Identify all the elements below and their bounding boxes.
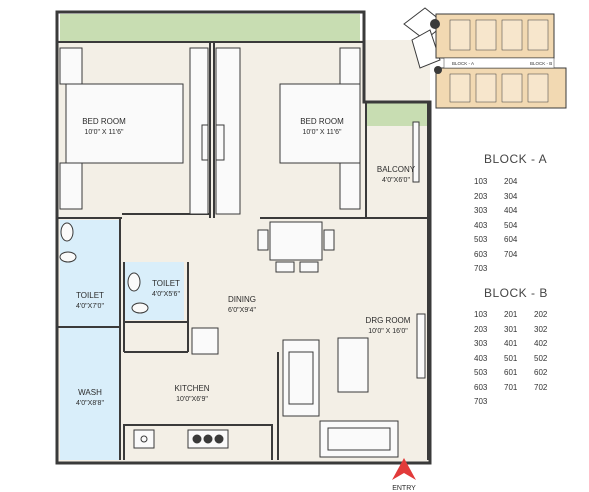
- inner-walls: [57, 41, 430, 460]
- unit-number: 203: [474, 324, 488, 334]
- kitchen-sink: [133, 429, 155, 449]
- unit-number: 103: [474, 310, 488, 319]
- drg-room-label: DRG ROOM: [366, 316, 411, 325]
- unit-number: 404: [504, 206, 518, 215]
- unit-number: 403: [474, 220, 488, 230]
- bedroom-1-dimension: 10'0" X 11'6": [84, 129, 124, 136]
- outer-walls: [55, 10, 432, 465]
- unit-number: 603: [474, 382, 488, 392]
- unit-number: 203: [474, 191, 488, 201]
- unit-number: 502: [534, 353, 548, 363]
- unit-number: 401: [504, 339, 518, 348]
- dining-table: [257, 221, 335, 273]
- unit-number: 504: [504, 220, 518, 230]
- toilet-2-dimension: 4'0"X5'6": [152, 291, 180, 298]
- unit-number: 501: [504, 353, 518, 363]
- unit-number: 303: [474, 339, 488, 348]
- drg-window: [416, 313, 426, 379]
- drg-room-dimension: 10'0" X 16'0": [368, 328, 408, 335]
- balcony-label: BALCONY: [377, 165, 416, 174]
- wash-floor: [60, 327, 120, 460]
- top-garden-strip: [60, 14, 360, 42]
- unit-number: 201: [504, 310, 518, 319]
- bed-2: [215, 47, 361, 215]
- unit-number: 603: [474, 249, 488, 259]
- unit-number: 304: [504, 191, 518, 201]
- key-plan-block-b-label: BLOCK - B: [530, 61, 552, 66]
- wash-dimension: 4'0"X8'8": [76, 400, 104, 407]
- kitchen-dimension: 10'0"X6'9": [176, 396, 208, 403]
- toilet-1-label: TOILET: [76, 291, 104, 300]
- toilet-1-dimension: 4'0"X7'0": [76, 303, 104, 310]
- key-plan-block-a-label: BLOCK - A: [452, 61, 474, 66]
- unit-number: 703: [474, 264, 488, 273]
- unit-number: 402: [534, 339, 548, 348]
- unit-number: 702: [534, 382, 548, 392]
- bed-1: [59, 47, 209, 215]
- fridge: [191, 327, 219, 355]
- block-a-unit-list: 103 204 203 304 303 404 403 504 503 604 603 704 703: [474, 176, 534, 274]
- balcony-dimension: 4'0"X6'0": [382, 177, 410, 184]
- toilet-1-fixtures: [59, 222, 77, 263]
- bedroom-2-label: BED ROOM: [300, 117, 344, 126]
- toilet-2-label: TOILET: [152, 279, 180, 288]
- toilet-2-fixtures: [127, 272, 149, 314]
- unit-number: 403: [474, 353, 488, 363]
- unit-number: 701: [504, 382, 518, 392]
- unit-number: 604: [504, 235, 518, 244]
- unit-number: 601: [504, 368, 518, 377]
- unit-number: 503: [474, 368, 488, 377]
- unit-number: 303: [474, 206, 488, 215]
- block-b-unit-list: 103 201 202 203 301 302 303 401 402 403 501 502 503 6…: [474, 309, 564, 407]
- entry-arrow: [392, 458, 416, 480]
- unit-number: 602: [534, 368, 548, 377]
- unit-number: 204: [504, 177, 518, 186]
- unit-number: 202: [534, 310, 548, 319]
- balcony-door: [412, 121, 420, 183]
- block-a-title: BLOCK - A: [484, 152, 548, 166]
- unit-number: 302: [534, 324, 548, 334]
- wash-label: WASH: [78, 388, 102, 397]
- unit-number: 503: [474, 235, 488, 244]
- key-plan: BLOCK - A BLOCK - B: [403, 7, 567, 109]
- unit-number: 301: [504, 324, 518, 334]
- dining-label: DINING: [228, 295, 256, 304]
- block-b-title: BLOCK - B: [484, 286, 548, 300]
- kitchen-label: KITCHEN: [174, 384, 209, 393]
- sofa-set: [282, 337, 399, 458]
- bedroom-2-dimension: 10'0" X 11'6": [302, 129, 342, 136]
- bedroom-1-label: BED ROOM: [82, 117, 126, 126]
- unit-number: 103: [474, 177, 488, 186]
- kitchen-hob: [187, 429, 229, 449]
- unit-number: 704: [504, 249, 518, 259]
- dining-dimension: 6'0"X9'4": [228, 307, 256, 314]
- unit-number: 703: [474, 397, 488, 406]
- entry-label: ENTRY: [392, 485, 416, 492]
